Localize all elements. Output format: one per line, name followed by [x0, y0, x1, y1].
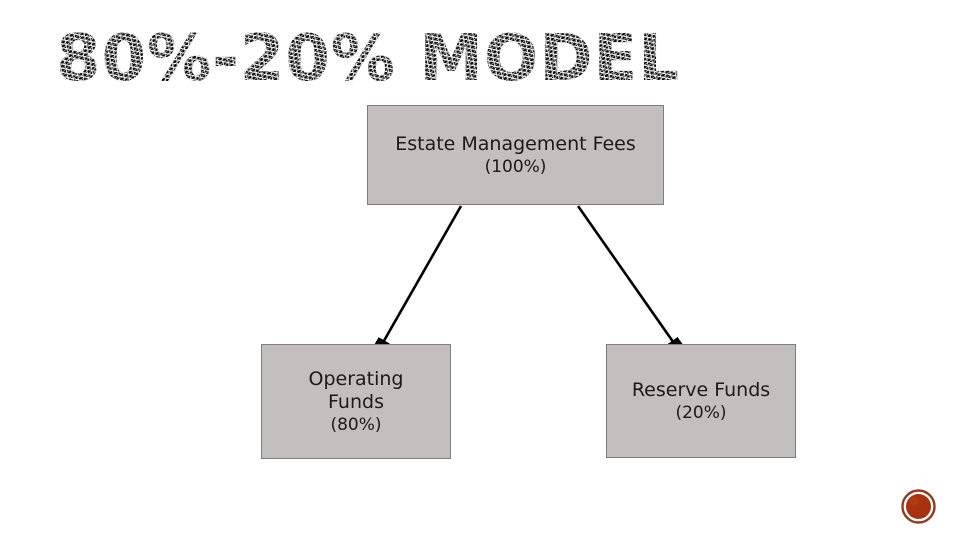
diagram-node-operating-funds[interactable]: Operating Funds (80%) — [261, 344, 451, 459]
node-label-line2: Funds — [328, 390, 384, 413]
filled-circle-icon — [901, 489, 936, 524]
connector-root-to-reserve — [576, 205, 686, 356]
node-label-line3: (80%) — [330, 414, 382, 435]
connector-root-to-operating — [372, 205, 463, 355]
diagram-node-estate-management-fees[interactable]: Estate Management Fees (100%) — [367, 105, 664, 205]
page-title: 80%-20% MODEL — [56, 22, 736, 96]
node-label-line1: Operating — [308, 367, 404, 390]
node-label-line2: (20%) — [675, 402, 727, 423]
node-label-line1: Estate Management Fees — [395, 132, 636, 155]
page-title-text: 80%-20% MODEL — [56, 22, 680, 96]
diagram-node-reserve-funds[interactable]: Reserve Funds (20%) — [606, 344, 796, 458]
node-label-line2: (100%) — [484, 156, 547, 177]
node-label-line1: Reserve Funds — [631, 378, 771, 401]
